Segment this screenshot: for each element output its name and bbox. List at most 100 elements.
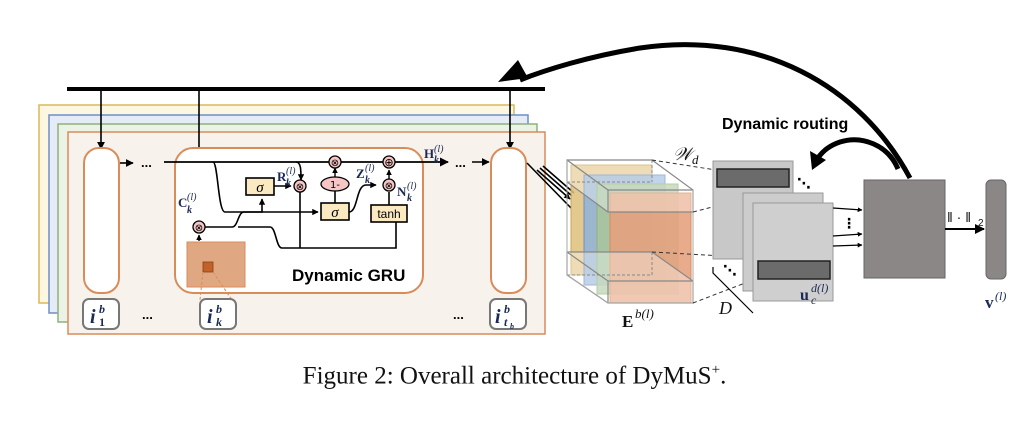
reset-multiply-op [293, 179, 307, 193]
attn-link-right [212, 271, 233, 301]
add-op [382, 155, 396, 169]
svg-text:(l): (l) [286, 166, 296, 177]
embedding-label: E b(l) [622, 306, 654, 331]
arrows-to-embedding [526, 162, 575, 209]
svg-text:k: k [434, 155, 439, 166]
add-icon: ⊕ [384, 156, 393, 169]
svg-text:b: b [216, 302, 222, 316]
svg-text:k: k [286, 178, 291, 189]
depth-label: D [718, 298, 732, 318]
dynamic-gru-title: Dynamic GRU [292, 266, 405, 285]
svg-text:k: k [407, 193, 412, 204]
svg-text:i: i [207, 306, 213, 328]
svg-text:t: t [504, 315, 508, 329]
gru-cell-first [83, 147, 120, 294]
svg-text:N: N [397, 184, 407, 199]
svg-text:(l): (l) [995, 289, 1006, 303]
svg-text:2: 2 [978, 218, 984, 229]
ellipsis-1: ... [141, 155, 152, 170]
output-label: v (l) [985, 289, 1006, 312]
svg-text:‖ · ‖: ‖ · ‖ [947, 209, 971, 225]
input-item-k: i b k [199, 298, 237, 330]
wire-op-to-tanh [238, 222, 397, 249]
svg-text:i: i [495, 306, 501, 328]
svg-text:k: k [216, 315, 222, 329]
feedback-arrowhead [498, 60, 528, 82]
weights-label: 𝒲 d [673, 144, 699, 167]
attention-map [186, 241, 246, 288]
gru-cell-last [490, 147, 527, 294]
sigma-icon: σ [331, 205, 339, 221]
svg-text:b: b [504, 302, 510, 316]
routing-vdots: ⋮ [842, 216, 856, 232]
z-to-n-op [348, 181, 377, 213]
sigma-icon: σ [256, 180, 264, 196]
hidden-label: H k (l) [424, 144, 444, 166]
svg-text:u: u [800, 287, 809, 304]
arrows-to-routing [832, 207, 863, 248]
attention-cell [202, 261, 214, 273]
capsule-bar-back [716, 168, 790, 188]
capsule-dots-top: ⋱ [797, 176, 811, 192]
feedback-arrow [519, 42, 913, 180]
svg-text:(l): (l) [407, 181, 417, 192]
svg-text:(l): (l) [187, 192, 197, 203]
svg-text:R: R [277, 169, 287, 184]
norm-label: ‖ · ‖ 2 [947, 209, 984, 229]
capsule-dots-bottom: ⋱ [723, 263, 737, 279]
one-minus-label: 1- [330, 180, 340, 191]
svg-text:H: H [424, 146, 434, 161]
capsule-planes [712, 160, 834, 302]
depth-axis [712, 267, 754, 314]
candidate-label: N k (l) [397, 181, 417, 204]
svg-text:k: k [187, 205, 192, 216]
routing-label: Dynamic routing [722, 116, 848, 133]
capsule-bar-front [757, 260, 831, 280]
capsule-plane-front [752, 202, 834, 302]
svg-text:𝒲: 𝒲 [673, 144, 696, 164]
cube-layer-orange [609, 192, 692, 304]
wire-h-to-z [212, 161, 319, 216]
svg-text:b: b [99, 302, 105, 316]
input-item-first: i b 1 [82, 298, 120, 330]
routing-box [863, 179, 946, 279]
svg-text:v: v [985, 293, 994, 312]
routing-arrowhead [810, 151, 826, 170]
top-multiply-op [328, 155, 342, 169]
routing-arrow [815, 137, 901, 171]
ellipsis-2: ... [455, 155, 466, 170]
wire-h-to-r [295, 161, 305, 181]
svg-text:1: 1 [99, 315, 105, 329]
multiply-icon: ⊗ [385, 181, 393, 192]
svg-text:d(l): d(l) [811, 281, 828, 295]
svg-text:(l): (l) [365, 163, 375, 174]
svg-text:i: i [90, 306, 96, 328]
tanh-label: tanh [377, 207, 400, 221]
svg-text:b(l): b(l) [635, 306, 654, 321]
output-vector [985, 179, 1007, 280]
multiply-icon: ⊗ [331, 158, 339, 169]
input-ellipsis-1: ... [142, 307, 153, 322]
multiply-icon: ⊗ [195, 223, 203, 234]
tanh-gate [370, 204, 408, 223]
caption-suffix: . [720, 362, 727, 390]
capsule-label: u c d(l) [800, 281, 828, 307]
capsule-label: C k (l) [178, 192, 197, 216]
caption-text: Figure 2: Overall architecture of DyMuS [302, 362, 712, 390]
input-item-last: i b t b [489, 298, 527, 331]
multiply-icon: ⊗ [296, 182, 304, 193]
input-ellipsis-2: ... [453, 307, 464, 322]
svg-text:E: E [622, 312, 633, 331]
embedding-cube [566, 159, 694, 304]
svg-text:c: c [811, 293, 817, 307]
svg-text:C: C [178, 195, 187, 210]
svg-text:Z: Z [356, 166, 365, 181]
svg-text:d: d [692, 152, 699, 167]
caption-superscript: + [711, 362, 721, 378]
svg-text:b: b [510, 322, 514, 331]
update-label: Z k (l) [356, 163, 375, 186]
figure-caption: Figure 2: Overall architecture of DyMuS+… [0, 362, 1029, 390]
svg-text:k: k [365, 175, 370, 186]
reset-label: R k (l) [277, 166, 296, 189]
